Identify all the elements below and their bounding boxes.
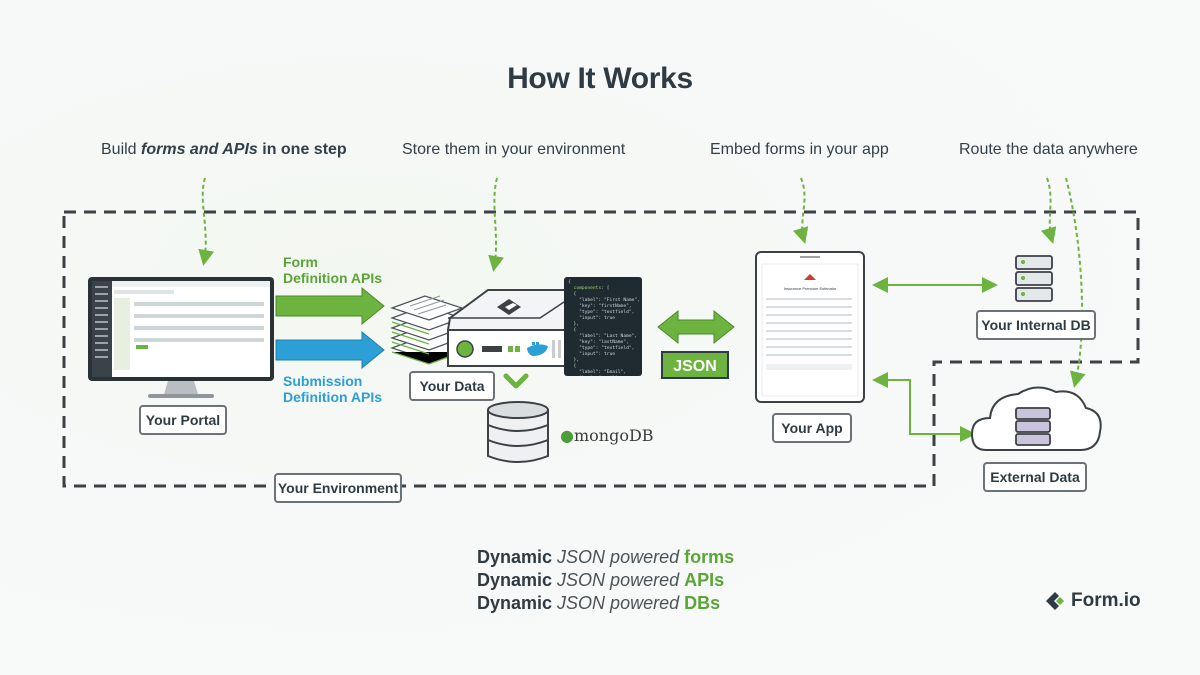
brand-logo[interactable]: Form.io <box>1044 590 1141 612</box>
mongodb-leaf-icon: ● <box>560 426 574 445</box>
app-form-title: Insurance Premium Estimator <box>784 286 837 291</box>
external-data-label: External Data <box>983 462 1087 492</box>
step-route-label: Route the data anywhere <box>959 141 1138 158</box>
server-icon <box>446 289 587 367</box>
tablet-icon: Insurance Premium Estimator <box>755 251 865 403</box>
docker-icon <box>527 342 548 356</box>
your-environment-label: Your Environment <box>274 473 402 503</box>
your-app-label: Your App <box>772 413 852 443</box>
step-embed-label: Embed forms in your app <box>710 141 889 158</box>
tagline-line-forms: Dynamic JSON powered forms <box>477 547 735 567</box>
submission-definition-arrow <box>275 330 385 370</box>
tagline-line-apis: Dynamic JSON powered APIs <box>477 570 725 590</box>
tagline: Dynamic JSON powered forms Dynamic JSON … <box>477 546 734 615</box>
mongodb-logo: ●mongoDB <box>560 426 654 445</box>
form-definition-arrow <box>275 286 385 326</box>
cloud-icon <box>970 386 1102 451</box>
step-store-label: Store them in your environment <box>402 141 626 158</box>
app-to-external-data-arrow <box>872 372 976 442</box>
step-build-label: Build forms and APIs in one step <box>101 141 347 158</box>
chevron-down-icon <box>503 373 529 389</box>
page-title: How It Works <box>507 62 693 95</box>
brand-name: Form.io <box>1071 590 1141 611</box>
json-label: JSON <box>673 358 717 375</box>
formio-logo-icon <box>1046 592 1064 610</box>
internal-db-icon <box>1015 255 1053 302</box>
tagline-line-dbs: Dynamic JSON powered DBs <box>477 593 721 613</box>
monitor-icon <box>88 277 274 398</box>
your-internal-db-label: Your Internal DB <box>976 310 1096 340</box>
step-arrows <box>198 177 1086 388</box>
formio-logo-icon <box>497 299 521 315</box>
your-portal-label: Your Portal <box>139 405 227 435</box>
json-code-snippet: { components: [ { "label": "First Name",… <box>564 277 642 376</box>
your-data-label: Your Data <box>409 371 495 401</box>
environment-boundary <box>62 210 1140 488</box>
database-icon <box>487 401 549 463</box>
external-server-icon <box>1015 407 1051 446</box>
json-exchange-arrow: JSON <box>657 309 735 379</box>
